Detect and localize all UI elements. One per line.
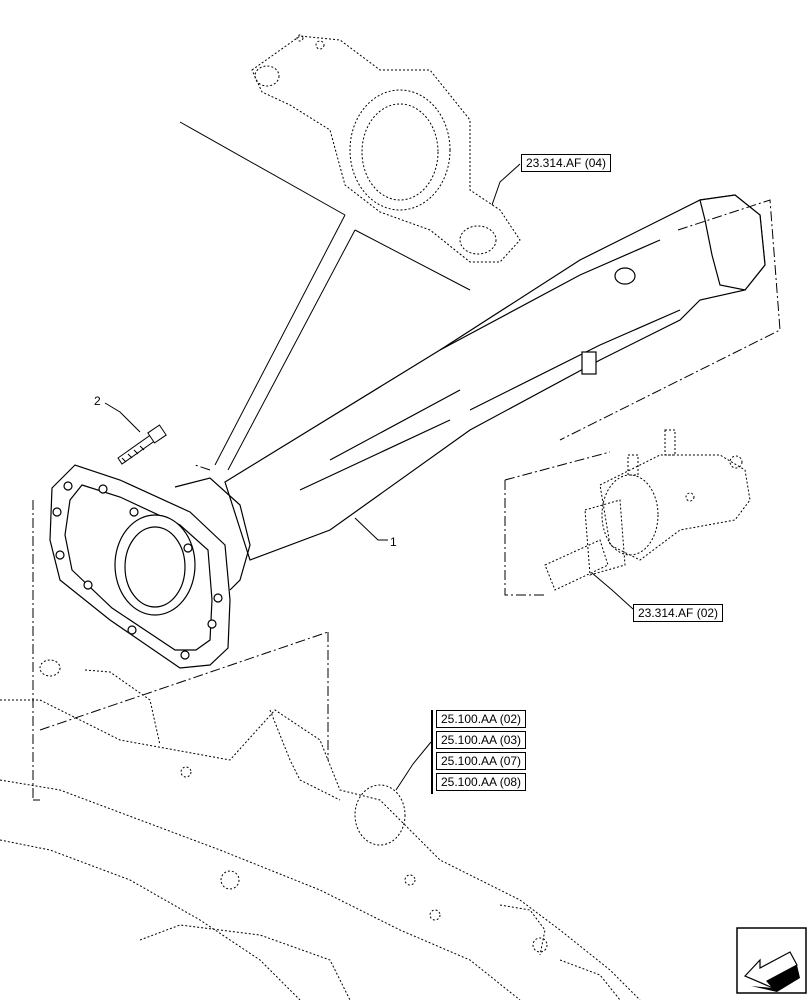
callout-leaders: [104, 163, 634, 791]
direction-arrow-icon: [736, 927, 807, 994]
callout-number-2: 2: [94, 394, 101, 408]
reference-23-314-af-02[interactable]: 23.314.AF (02): [633, 604, 724, 622]
reference-25-100-aa-08[interactable]: 25.100.AA (08): [436, 773, 527, 791]
axle-frame: [0, 659, 641, 1000]
axle-housing: [49, 194, 766, 669]
reference-25-100-aa-02[interactable]: 25.100.AA (02): [436, 710, 527, 728]
reference-25-100-aa-03[interactable]: 25.100.AA (03): [436, 731, 527, 749]
phantom-boundaries: [32, 199, 781, 801]
upper-support-bracket: [251, 34, 521, 263]
final-drive-hub: [544, 429, 751, 591]
reference-23-314-af-04[interactable]: 23.314.AF (04): [521, 154, 612, 172]
assembly-leader-lines: [179, 121, 471, 471]
reference-25-100-aa-07[interactable]: 25.100.AA (07): [436, 752, 527, 770]
bolt: [117, 424, 167, 465]
callout-number-1: 1: [390, 535, 397, 549]
reference-group: 25.100.AA (02) 25.100.AA (03) 25.100.AA …: [431, 710, 527, 794]
